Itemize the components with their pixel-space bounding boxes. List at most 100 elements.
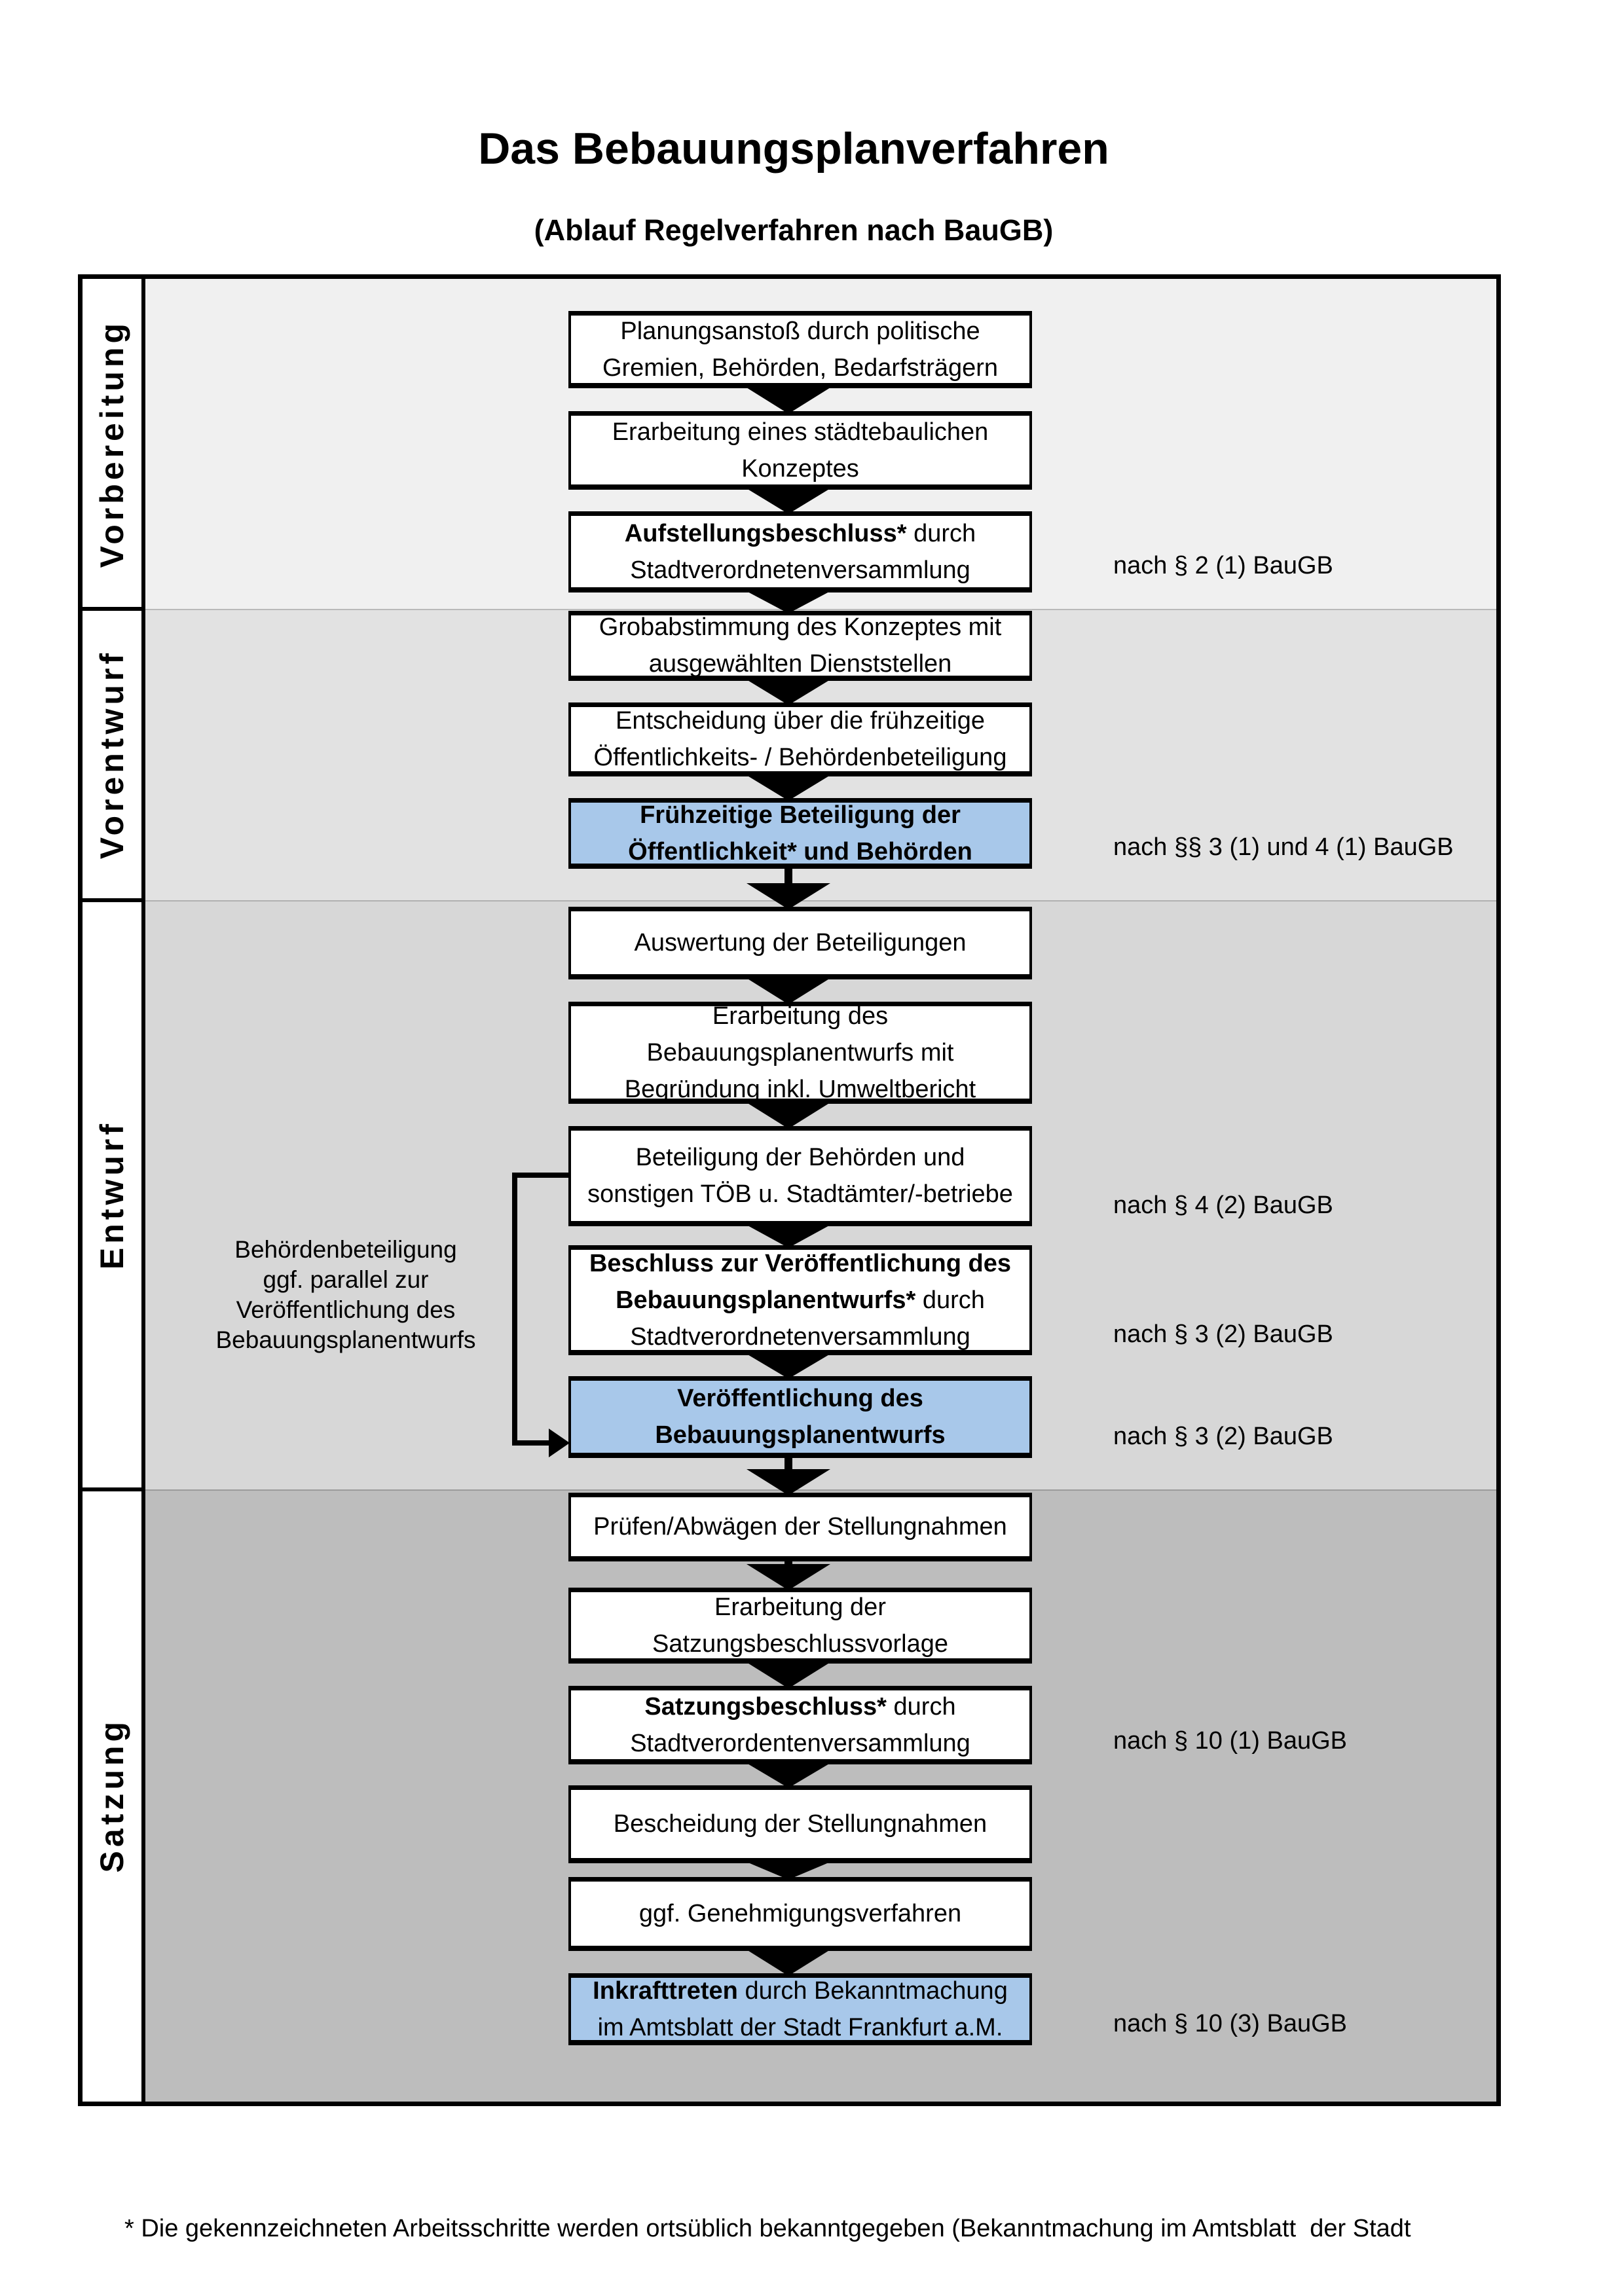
flow-box-line: im Amtsblatt der Stadt Frankfurt a.M.	[598, 2009, 1003, 2046]
box-text-bold: Bebauungsplanentwurfs	[655, 1421, 946, 1449]
flow-box-line: Prüfen/Abwägen der Stellungnahmen	[593, 1508, 1007, 1545]
box-text: Konzeptes	[741, 454, 859, 483]
flow-box-line: Stadtverordentenversammlung	[630, 1725, 970, 1762]
side-note-line: Bebauungsplanentwurfs	[215, 1326, 476, 1353]
legal-reference: nach § 4 (2) BauGB	[1113, 1192, 1333, 1219]
arrow-down-icon	[747, 1564, 830, 1590]
bracket-line-vertical	[512, 1173, 517, 1446]
flow-box-line: Bebauungsplanentwurfs	[655, 1417, 945, 1453]
arrow-down-icon	[747, 1225, 830, 1248]
side-note-line: Veröffentlichung des	[236, 1296, 456, 1323]
footnote-line-1: * Die gekennzeichneten Arbeitsschritte w…	[124, 2215, 1411, 2242]
box-text: Satzungsbeschlussvorlage	[652, 1630, 949, 1658]
box-text: Stadtverordnetenversammlung	[630, 556, 970, 584]
box-text: Grobabstimmung des Konzeptes mit	[599, 613, 1002, 641]
flow-box-line: Beteiligung der Behörden und	[636, 1139, 965, 1176]
flow-box-7: Auswertung der Beteiligungen	[568, 907, 1032, 979]
arrow-down-icon	[747, 1862, 830, 1880]
flow-box-line: ausgewählten Dienststellen	[649, 646, 952, 682]
page-subtitle: (Ablauf Regelverfahren nach BauGB)	[534, 213, 1054, 247]
flow-box-line: Beschluss zur Veröffentlichung des	[589, 1245, 1011, 1282]
flow-box-line: Inkrafttreten durch Bekanntmachung	[593, 1973, 1008, 2009]
flow-box-line: Erarbeitung des	[712, 998, 888, 1034]
flow-box-line: Auswertung der Beteiligungen	[634, 924, 966, 961]
box-text-bold: Inkrafttreten	[593, 1977, 738, 2005]
box-text-bold: Öffentlichkeit* und Behörden	[628, 837, 972, 866]
arrow-down-icon	[747, 1469, 830, 1495]
arrow-right-icon	[549, 1429, 570, 1457]
arrow-down-icon	[747, 978, 830, 1004]
box-text: Entscheidung über die frühzeitige	[615, 707, 986, 735]
box-text: Stadtverordentenversammlung	[630, 1729, 970, 1757]
legal-reference: nach § 3 (2) BauGB	[1113, 1423, 1333, 1450]
flow-box-line: Gremien, Behörden, Bedarfsträgern	[602, 350, 998, 386]
flow-box-15: Bescheidung der Stellungnahmen	[568, 1785, 1032, 1863]
flow-box-line: Begründung inkl. Umweltbericht	[625, 1071, 976, 1108]
flow-box-9: Beteiligung der Behörden und sonstigen TÖ…	[568, 1126, 1032, 1226]
flow-box-12: Prüfen/Abwägen der Stellungnahmen	[568, 1493, 1032, 1561]
diagram-frame	[78, 274, 1501, 2106]
arrow-down-icon	[747, 1763, 830, 1788]
box-text: Auswertung der Beteiligungen	[634, 929, 967, 957]
legal-reference: nach § 2 (1) BauGB	[1113, 552, 1333, 579]
box-text: sonstigen TÖB u. Stadtämter/-betriebe	[587, 1180, 1013, 1208]
box-text: ggf. Genehmigungsverfahren	[638, 1900, 962, 1927]
box-text: Erarbeitung der	[714, 1593, 886, 1621]
box-text: Prüfen/Abwägen der Stellungnahmen	[593, 1513, 1007, 1540]
phase-boundary-line-label	[83, 607, 145, 611]
flow-box-line: ggf. Genehmigungsverfahren	[639, 1895, 961, 1932]
legal-reference: nach § 3 (2) BauGB	[1113, 1321, 1333, 1348]
arrow-down-icon	[747, 388, 830, 414]
arrow-down-icon	[747, 488, 830, 514]
side-note-line: ggf. parallel zur	[263, 1266, 429, 1293]
box-text: Bebauungsplanentwurfs mit	[646, 1038, 954, 1066]
arrow-down-icon	[747, 1102, 830, 1129]
flow-box-line: Grobabstimmung des Konzeptes mit	[599, 609, 1002, 646]
flow-box-line: Satzungsbeschlussvorlage	[652, 1626, 948, 1662]
box-text: Erarbeitung eines städtebaulichen	[612, 418, 989, 446]
flow-box-line: Bebauungsplanentwurfs mit	[647, 1034, 954, 1071]
box-text: im Amtsblatt der Stadt Frankfurt a.M.	[597, 2013, 1003, 2041]
box-text: Erarbeitung des	[712, 1002, 889, 1030]
box-text: Stadtverordnetenversammlung	[630, 1322, 970, 1351]
box-text-bold: Aufstellungsbeschluss*	[624, 519, 907, 547]
box-text: durch Bekanntmachung	[737, 1977, 1008, 2005]
flow-box-line: Stadtverordnetenversammlung	[630, 552, 970, 589]
phase-label-column	[83, 279, 141, 2102]
legal-reference: nach §§ 3 (1) und 4 (1) BauGB	[1113, 833, 1454, 861]
flow-box-line: Entscheidung über die frühzeitige	[616, 702, 985, 739]
flow-box-line: sonstigen TÖB u. Stadtämter/-betriebe	[587, 1176, 1013, 1212]
arrow-down-icon	[747, 883, 830, 909]
bracket-line-top	[512, 1173, 568, 1178]
flow-box-line: Stadtverordnetenversammlung	[630, 1319, 970, 1355]
flow-box-4: Grobabstimmung des Konzeptes mit ausgewäh…	[568, 611, 1032, 681]
flow-box-line: Öffentlichkeits- / Behördenbeteiligung	[594, 739, 1007, 776]
flow-box-line: Öffentlichkeit* und Behörden	[628, 833, 972, 870]
phase-boundary-line-label	[83, 898, 145, 902]
box-text: Bescheidung der Stellungnahmen	[613, 1810, 987, 1838]
arrow-down-icon	[747, 1950, 830, 1976]
side-note-line: Behördenbeteiligung	[234, 1236, 457, 1263]
footnote: * Die gekennzeichneten Arbeitsschritte w…	[124, 2136, 1526, 2296]
flow-box-line: Satzungsbeschluss* durch	[644, 1688, 955, 1725]
flow-box-line: Erarbeitung eines städtebaulichen	[612, 414, 989, 450]
arrow-down-icon	[747, 591, 830, 613]
page-title: Das Bebauungsplanverfahren	[478, 124, 1109, 173]
flow-box-line: Bescheidung der Stellungnahmen	[614, 1806, 987, 1842]
phase-boundary-line-label	[83, 1487, 145, 1491]
box-text: Öffentlichkeits- / Behördenbeteiligung	[593, 744, 1007, 771]
box-text-bold: Satzungsbeschluss*	[644, 1692, 887, 1721]
arrow-down-icon	[747, 680, 830, 705]
flow-box-line: Aufstellungsbeschluss* durch	[625, 515, 976, 552]
label-column-divider	[141, 279, 145, 2102]
